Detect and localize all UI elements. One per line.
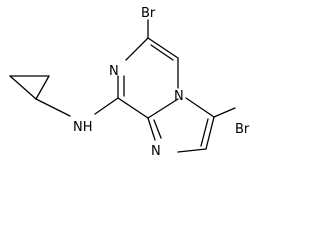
bond-nh-cp	[35, 98, 71, 117]
bond-c6-c5-inner	[150, 44, 174, 61]
bonds	[9, 19, 236, 153]
bond-c6-c5	[147, 37, 179, 59]
bond-n4-c3	[185, 97, 215, 118]
structure-diagram: Br Br N N N NH	[9, 6, 250, 159]
bromine-label-right: Br	[235, 122, 250, 137]
bond-c3-c2-inner	[200, 118, 209, 147]
bridgehead-nitrogen-label: N	[174, 89, 184, 104]
bond-c3-br	[213, 107, 236, 118]
bond-n1-c8a	[147, 117, 156, 141]
bond-c3-c2	[205, 116, 215, 150]
amine-nh-label: NH	[73, 120, 93, 135]
bond-n1-c8a-inner	[153, 119, 162, 139]
imidazole-nitrogen-label: N	[151, 144, 161, 159]
atom-labels: Br Br N N N NH	[73, 6, 250, 159]
pyrazine-nitrogen-label: N	[109, 64, 119, 79]
bond-n4-c8a	[147, 98, 179, 119]
bond-c8a-c8	[117, 97, 149, 119]
bromine-label-top: Br	[141, 6, 156, 21]
bond-c8-nh	[94, 97, 119, 115]
bond-cp-a	[9, 75, 37, 100]
bond-n7-c6	[125, 37, 149, 61]
bond-c2-n1	[177, 148, 207, 153]
bond-cp-c	[35, 75, 50, 100]
